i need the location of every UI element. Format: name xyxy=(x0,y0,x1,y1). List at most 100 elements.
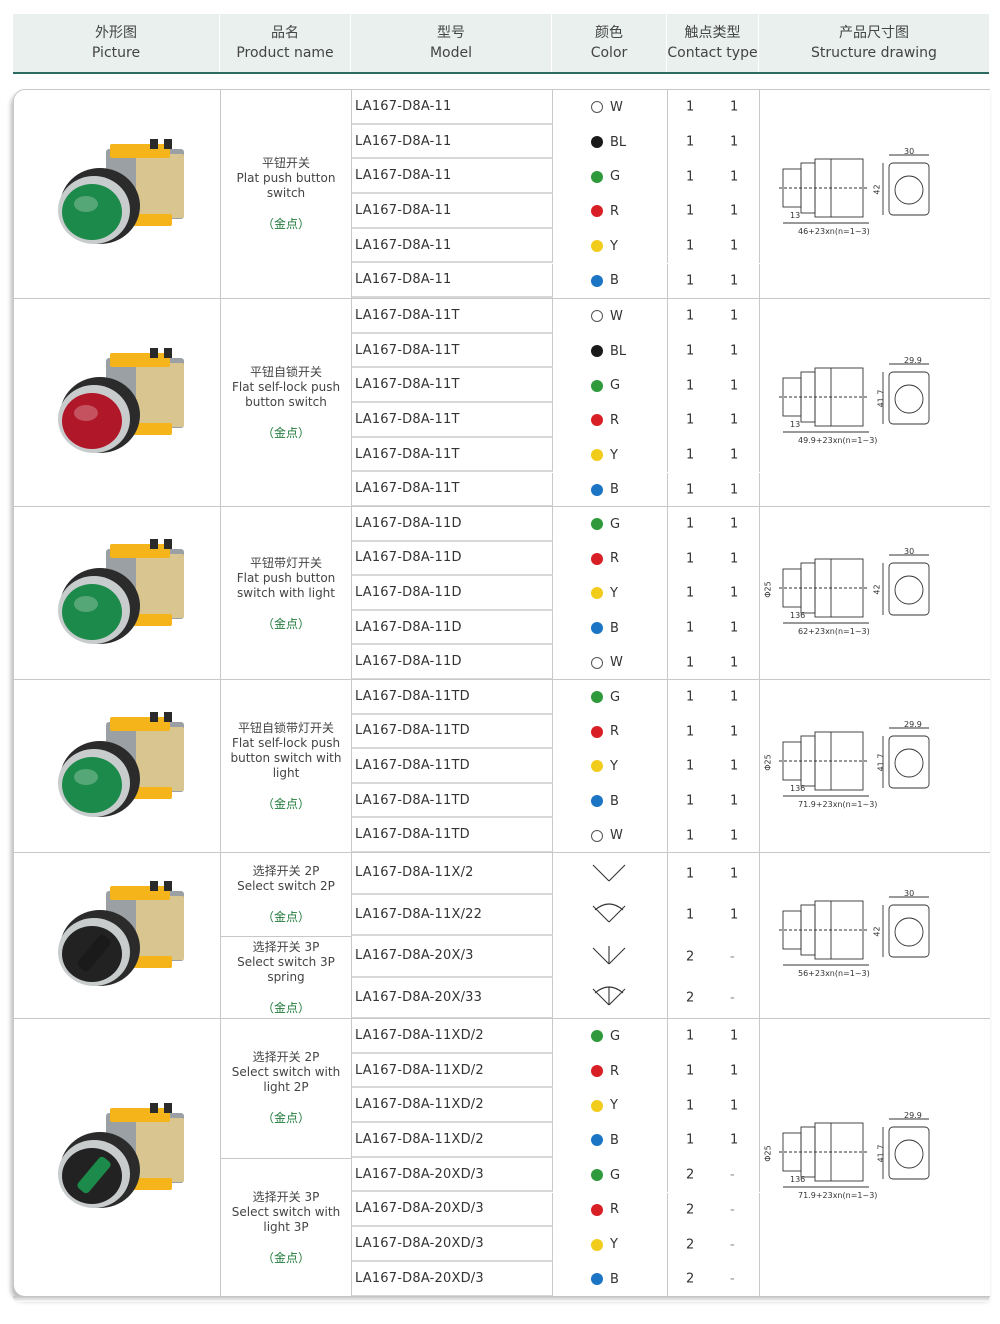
model-cell: LA167-D8A-11TD xyxy=(352,818,553,853)
product-picture xyxy=(14,299,221,506)
contact-nc: 1 xyxy=(730,378,739,394)
dimension-label: 136 xyxy=(790,610,806,620)
model-cell: LA167-D8A-11T xyxy=(352,299,553,334)
color-cell: W xyxy=(553,818,668,853)
contact-cell: 2- xyxy=(668,936,760,978)
color-dot xyxy=(591,240,603,253)
color-dot xyxy=(591,274,603,287)
product-picture xyxy=(14,1019,221,1296)
contact-nc: - xyxy=(730,1167,735,1183)
color-dot xyxy=(591,725,603,738)
contact-no: 1 xyxy=(686,620,695,636)
color-cell: G xyxy=(553,1157,668,1193)
contact-nc: 1 xyxy=(730,724,739,740)
contact-cell: 2- xyxy=(668,1227,760,1262)
model-cell: LA167-D8A-11 xyxy=(352,90,553,125)
product-name-en: Select switch 3P spring xyxy=(237,955,335,984)
dimension-label: 56+23xn(n=1~3) xyxy=(798,969,870,978)
product-name-cn: 平钮自锁带灯开关 xyxy=(237,721,334,735)
model-cell: LA167-D8A-20XD/3 xyxy=(352,1227,553,1262)
contact-nc: 1 xyxy=(730,308,739,324)
color-cell: B xyxy=(553,1123,668,1158)
color-dot xyxy=(591,101,603,114)
contact-no: 1 xyxy=(686,689,695,705)
color-cell: G xyxy=(553,507,668,542)
color-code: Y xyxy=(610,1237,618,1253)
contact-no: 1 xyxy=(686,1063,695,1079)
contact-no: 1 xyxy=(686,758,695,774)
contact-no: 1 xyxy=(686,99,695,115)
color-code: Y xyxy=(610,1098,618,1114)
model-cell: LA167-D8A-20XD/3 xyxy=(352,1157,553,1193)
color-code: B xyxy=(610,793,619,809)
position-symbol-icon xyxy=(592,903,626,923)
model-cell: LA167-D8A-11TD xyxy=(352,749,553,784)
dimension-label: 136 xyxy=(790,783,806,793)
color-code: G xyxy=(610,1028,621,1044)
table-shadow xyxy=(13,1296,989,1302)
contact-no: 2 xyxy=(686,1271,695,1287)
color-dot xyxy=(591,1065,603,1078)
color-dot xyxy=(591,310,603,323)
contact-nc: 1 xyxy=(730,447,739,463)
model-cell: LA167-D8A-11 xyxy=(352,194,553,229)
contact-nc: 1 xyxy=(730,99,739,115)
contact-cell: 2- xyxy=(668,977,760,1019)
contact-no: 1 xyxy=(686,793,695,809)
table-row: LA167-D8A-20XD/3 Y 2- xyxy=(352,1227,760,1262)
contact-nc: 1 xyxy=(730,273,739,289)
dimension-label: 29.9 xyxy=(904,719,922,729)
contact-nc: 1 xyxy=(730,620,739,636)
gold-contact-tag: （金点） xyxy=(261,1001,310,1015)
model-cell: LA167-D8A-11T xyxy=(352,333,553,369)
model-cell: LA167-D8A-11X/2 xyxy=(352,853,553,895)
contact-nc: 1 xyxy=(730,689,739,705)
color-code: Y xyxy=(610,238,618,254)
contact-nc: 1 xyxy=(730,1028,739,1044)
dimension-label: 136 xyxy=(790,1175,806,1184)
color-cell: W xyxy=(553,299,668,334)
color-code: W xyxy=(610,99,623,115)
header-product-name: 品名 Product name xyxy=(220,14,351,72)
contact-nc: 1 xyxy=(730,1063,739,1079)
color-code: G xyxy=(610,378,621,394)
color-cell: Y xyxy=(553,437,668,473)
color-dot xyxy=(591,622,603,635)
model-cell: LA167-D8A-11 xyxy=(352,124,553,160)
product-picture xyxy=(14,90,221,298)
contact-nc: 1 xyxy=(730,551,739,567)
contact-no: 1 xyxy=(686,655,695,671)
gold-contact-tag: （金点） xyxy=(261,616,310,631)
color-dot xyxy=(591,1203,603,1216)
color-cell: Y xyxy=(553,1227,668,1262)
dimension-label: 41.7 xyxy=(876,389,886,408)
color-code: G xyxy=(610,169,621,185)
color-code: Y xyxy=(610,585,618,601)
dimension-label: 42 xyxy=(872,184,882,195)
